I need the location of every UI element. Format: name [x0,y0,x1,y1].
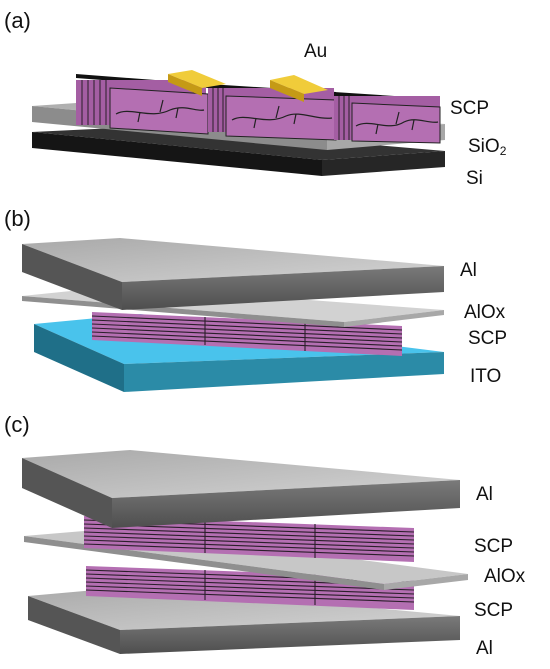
scp-block-a3 [334,92,441,144]
al-layer-b-side [122,266,444,310]
au-electrode-1-top [168,70,226,88]
scp-block-a1-molecule [115,99,205,123]
scp-block-a3-sheets [338,96,350,140]
label-ito: ITO [470,366,501,387]
scp-block-a3-molecule [355,111,439,135]
panel-a: (a) [4,8,507,189]
label-al-b: Al [460,260,477,281]
si-layer-front [32,132,322,176]
label-sio2-main: SiO [468,136,500,157]
label-scp-b: SCP [468,328,507,349]
al-top-c-side [112,480,460,528]
alox-layer-c-front [24,536,384,590]
scp-block-a2-sheets [212,88,224,132]
au-electrode-1-front [168,74,202,96]
al-layer-b-front [22,244,122,310]
au-electrode-1 [168,70,226,96]
panel-c-letter: (c) [4,412,30,437]
al-top-layer-c [22,450,460,528]
si-layer-side [322,151,445,176]
al-top-c-front [22,458,112,528]
au-electrode-2 [270,75,328,102]
panel-c: (c) [4,412,526,659]
si-layer-top [32,126,445,160]
scp-block-a2-molecule [231,105,333,129]
scp-block-a1-sheets [81,80,107,125]
label-si: Si [466,168,483,189]
label-al-top-c: Al [476,484,493,505]
scp-top-stack-c [83,516,415,562]
alox-layer-b-side [344,310,444,327]
au-electrode-2-front [270,80,304,102]
al-bottom-c-side [120,616,460,654]
panel-a-letter: (a) [4,8,31,33]
al-layer-b [22,238,444,310]
label-al-bottom-c: Al [476,638,493,659]
scp-block-a1-front [109,87,209,135]
alox-layer-b-front [22,296,344,327]
si-layer [32,126,445,176]
label-scp-bottom-c: SCP [474,600,513,621]
ito-layer-front [34,324,124,392]
label-sio2-subscript: 2 [500,144,507,158]
scp-block-a1 [76,74,209,135]
al-layer-b-top [22,238,444,282]
label-sio2: SiO2 [468,136,507,158]
scp-block-a2 [208,84,337,141]
panel-b: (b) Al [4,206,507,392]
al-bottom-c-front [28,596,120,654]
label-scp-top-c: SCP [474,536,513,557]
label-alox-b: AlOx [464,302,506,323]
label-au: Au [304,41,327,62]
ito-layer-side [124,352,444,392]
scp-stack-b-lines [91,315,403,351]
au-electrode-2-top [270,75,328,94]
label-alox-c: AlOx [484,566,526,587]
alox-layer-c-side [384,574,468,590]
panel-b-letter: (b) [4,206,31,231]
label-scp-a: SCP [450,98,489,119]
al-top-c-top [22,450,460,498]
